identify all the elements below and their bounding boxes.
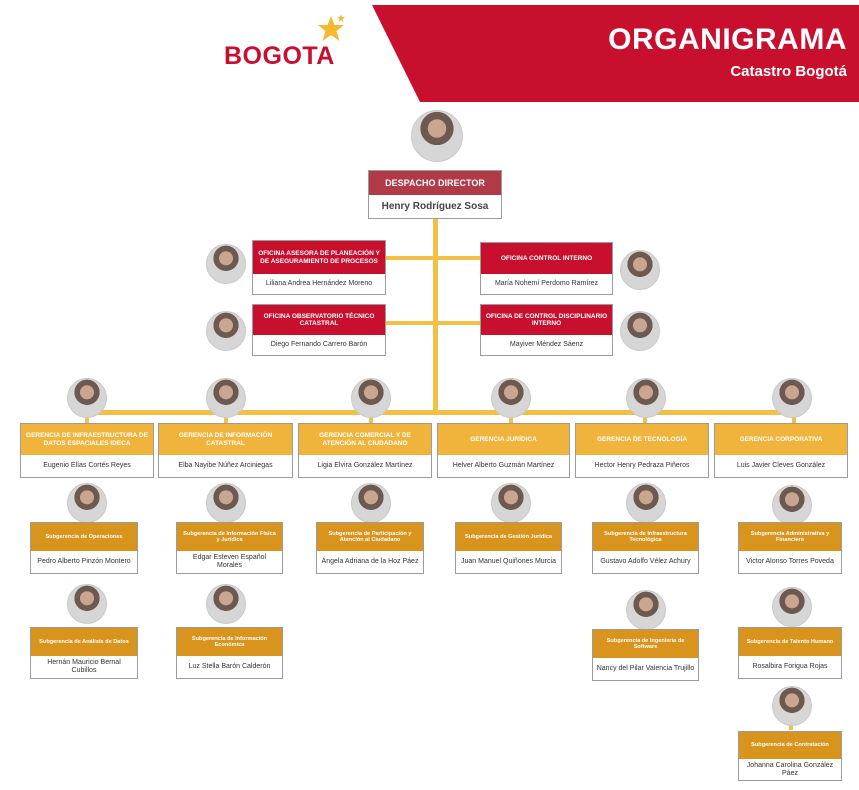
avatar-gerencia-tecnologia: [626, 378, 666, 418]
director-name: Henry Rodríguez Sosa: [381, 201, 489, 212]
office-observatorio-box: OFICINA OBSERVATORIO TÉCNICO CATASTRAL D…: [252, 304, 386, 356]
gerencia-corporativa-box: GERENCIA CORPORATIVA Luis Javier Cleves …: [714, 423, 848, 478]
sub-administrativa-box: Subgerencia Administrativa y Financiera …: [738, 522, 842, 574]
avatar-sub-software: [626, 590, 666, 630]
gerencia-title: GERENCIA CORPORATIVA: [715, 424, 847, 455]
star-icon: [318, 14, 345, 41]
sub-name: Victor Alonso Torres Poveda: [746, 558, 834, 566]
sub-name: Rosalbira Forigua Rojas: [752, 663, 828, 671]
gerencia-title: GERENCIA DE INFORMACIÓN CATASTRAL: [159, 424, 292, 455]
sub-title: Subgerencia de Operaciones: [31, 523, 137, 551]
sub-title: Subgerencia de Ingeniería de Software: [593, 630, 698, 658]
gerencia-title: GERENCIA DE TECNOLOGÍA: [576, 424, 708, 455]
gerencia-name: Elba Nayibe Núñez Arciniegas: [178, 462, 273, 470]
gerencia-name: Luis Javier Cleves González: [736, 462, 826, 470]
avatar-sub-infraestructura: [626, 483, 666, 523]
sub-gestion-juridica-box: Subgerencia de Gestión Jurídica Juan Man…: [455, 522, 562, 574]
logo-text: BOGOTA: [224, 42, 335, 70]
gerencia-name: Ligia Elvira González Martínez: [317, 462, 413, 470]
office-title: OFICINA DE CONTROL DISCIPLINARIO INTERNO: [481, 305, 612, 335]
office-title: OFICINA ASESORA DE PLANEACIÓN Y DE ASEGU…: [253, 241, 385, 274]
sub-fisica-juridica-box: Subgerencia de Información Física y Jurí…: [176, 522, 283, 574]
avatar-sub-talento-humano: [772, 587, 812, 627]
office-planeacion-box: OFICINA ASESORA DE PLANEACIÓN Y DE ASEGU…: [252, 240, 386, 295]
office-name: Liliana Andrea Hernández Moreno: [265, 280, 373, 288]
sub-title: Subgerencia de Información Física y Jurí…: [177, 523, 282, 551]
sub-economica-box: Subgerencia de Información Económica Luz…: [176, 627, 283, 679]
sub-contratacion-box: Subgerencia de Contratación Johanna Caro…: [738, 731, 842, 781]
sub-analisis-box: Subgerencia de Análisis de Datos Hernán …: [30, 627, 138, 679]
avatar-office-control-interno: [620, 250, 660, 290]
avatar-gerencia-corporativa: [772, 378, 812, 418]
avatar-office-planeacion: [206, 244, 246, 284]
gerencia-juridica-box: GERENCIA JURÍDICA Helver Alberto Guzmán …: [437, 423, 570, 478]
gerencia-title: GERENCIA JURÍDICA: [438, 424, 569, 455]
sub-title: Subgerencia de Infraestructura Tecnológi…: [593, 523, 698, 551]
sub-name: Pedro Alberto Pinzón Montero: [37, 558, 131, 566]
sub-title: Subgerencia de Participación y Atención …: [317, 523, 423, 551]
avatar-gerencia-juridica: [491, 378, 531, 418]
gerencia-ideca-box: GERENCIA DE INFRAESTRUCTURA DE DATOS ESP…: [20, 423, 154, 478]
sub-operaciones-box: Subgerencia de Operaciones Pedro Alberto…: [30, 522, 138, 574]
connector-main-vertical: [433, 218, 438, 414]
avatar-sub-administrativa: [772, 485, 812, 525]
office-name: María Nohemí Perdomo Ramírez: [494, 280, 599, 288]
director-box: DESPACHO DIRECTOR Henry Rodríguez Sosa: [368, 170, 502, 219]
sub-title: Subgerencia Administrativa y Financiera: [739, 523, 841, 551]
avatar-sub-operaciones: [67, 483, 107, 523]
sub-name: Edgar Esteven Español Morales: [192, 554, 267, 569]
sub-name: Nancy del Pilar Valencia Trujillo: [596, 665, 695, 673]
gerencia-title: GERENCIA COMERCIAL Y DE ATENCIÓN AL CIUD…: [299, 424, 431, 455]
sub-title: Subgerencia de Análisis de Datos: [31, 628, 137, 656]
gerencia-name: Eugenio Elías Cortés Reyes: [43, 462, 131, 470]
gerencia-comercial-box: GERENCIA COMERCIAL Y DE ATENCIÓN AL CIUD…: [298, 423, 432, 478]
sub-name: Gustavo Adolfo Vélez Achury: [600, 558, 691, 566]
sub-title: Subgerencia de Talento Humano: [739, 628, 841, 656]
avatar-director: [411, 110, 463, 162]
bogota-logo: BOGOTA: [224, 14, 354, 84]
sub-participacion-box: Subgerencia de Participación y Atención …: [316, 522, 424, 574]
gerencia-tecnologia-box: GERENCIA DE TECNOLOGÍA Hector Henry Pedr…: [575, 423, 709, 478]
page-title: ORGANIGRAMA: [608, 23, 847, 56]
sub-name: Hernán Mauricio Bernal Cubillos: [47, 659, 121, 674]
connector-offices-row-1: [385, 256, 482, 260]
avatar-sub-contratacion: [772, 686, 812, 726]
office-control-interno-box: OFICINA CONTROL INTERNO María Nohemí Per…: [480, 242, 613, 295]
sub-title: Subgerencia de Gestión Jurídica: [456, 523, 561, 551]
sub-title: Subgerencia de Información Económica: [177, 628, 282, 656]
office-name: Diego Fernando Carrero Barón: [270, 341, 368, 349]
gerencia-title: GERENCIA DE INFRAESTRUCTURA DE DATOS ESP…: [21, 424, 153, 455]
sub-name: Ángela Adriana de la Hoz Páez: [321, 558, 419, 566]
avatar-sub-participacion: [351, 483, 391, 523]
page-subtitle: Catastro Bogotá: [730, 63, 847, 80]
sub-name: Johanna Carolina González Páez: [746, 761, 834, 777]
sub-name: Juan Manuel Quiñones Murcia: [461, 558, 556, 566]
office-title: OFICINA CONTROL INTERNO: [481, 243, 612, 274]
sub-title: Subgerencia de Contratación: [739, 732, 841, 759]
avatar-office-disciplinario: [620, 311, 660, 351]
avatar-gerencia-comercial: [351, 378, 391, 418]
office-name: Mayiver Méndez Sáenz: [509, 341, 584, 349]
sub-talento-humano-box: Subgerencia de Talento Humano Rosalbira …: [738, 627, 842, 679]
avatar-sub-gestion-juridica: [491, 483, 531, 523]
sub-software-box: Subgerencia de Ingeniería de Software Na…: [592, 629, 699, 681]
avatar-sub-fisica-juridica: [206, 483, 246, 523]
connector-offices-row-2: [385, 321, 482, 325]
office-title: OFICINA OBSERVATORIO TÉCNICO CATASTRAL: [253, 305, 385, 335]
header-banner: ORGANIGRAMA Catastro Bogotá: [372, 5, 859, 102]
avatar-gerencia-ideca: [67, 378, 107, 418]
gerencia-informacion-box: GERENCIA DE INFORMACIÓN CATASTRAL Elba N…: [158, 423, 293, 478]
gerencia-name: Helver Alberto Guzmán Martínez: [452, 462, 555, 470]
office-disciplinario-box: OFICINA DE CONTROL DISCIPLINARIO INTERNO…: [480, 304, 613, 356]
avatar-office-observatorio: [206, 311, 246, 351]
sub-name: Luz Stella Barón Calderón: [188, 663, 271, 671]
avatar-gerencia-informacion: [206, 378, 246, 418]
gerencia-name: Hector Henry Pedraza Piñeros: [594, 462, 690, 470]
connector-gerencias-horizontal: [86, 410, 794, 415]
avatar-sub-economica: [206, 584, 246, 624]
director-title: DESPACHO DIRECTOR: [369, 171, 501, 195]
sub-infraestructura-box: Subgerencia de Infraestructura Tecnológi…: [592, 522, 699, 574]
avatar-sub-analisis: [67, 584, 107, 624]
